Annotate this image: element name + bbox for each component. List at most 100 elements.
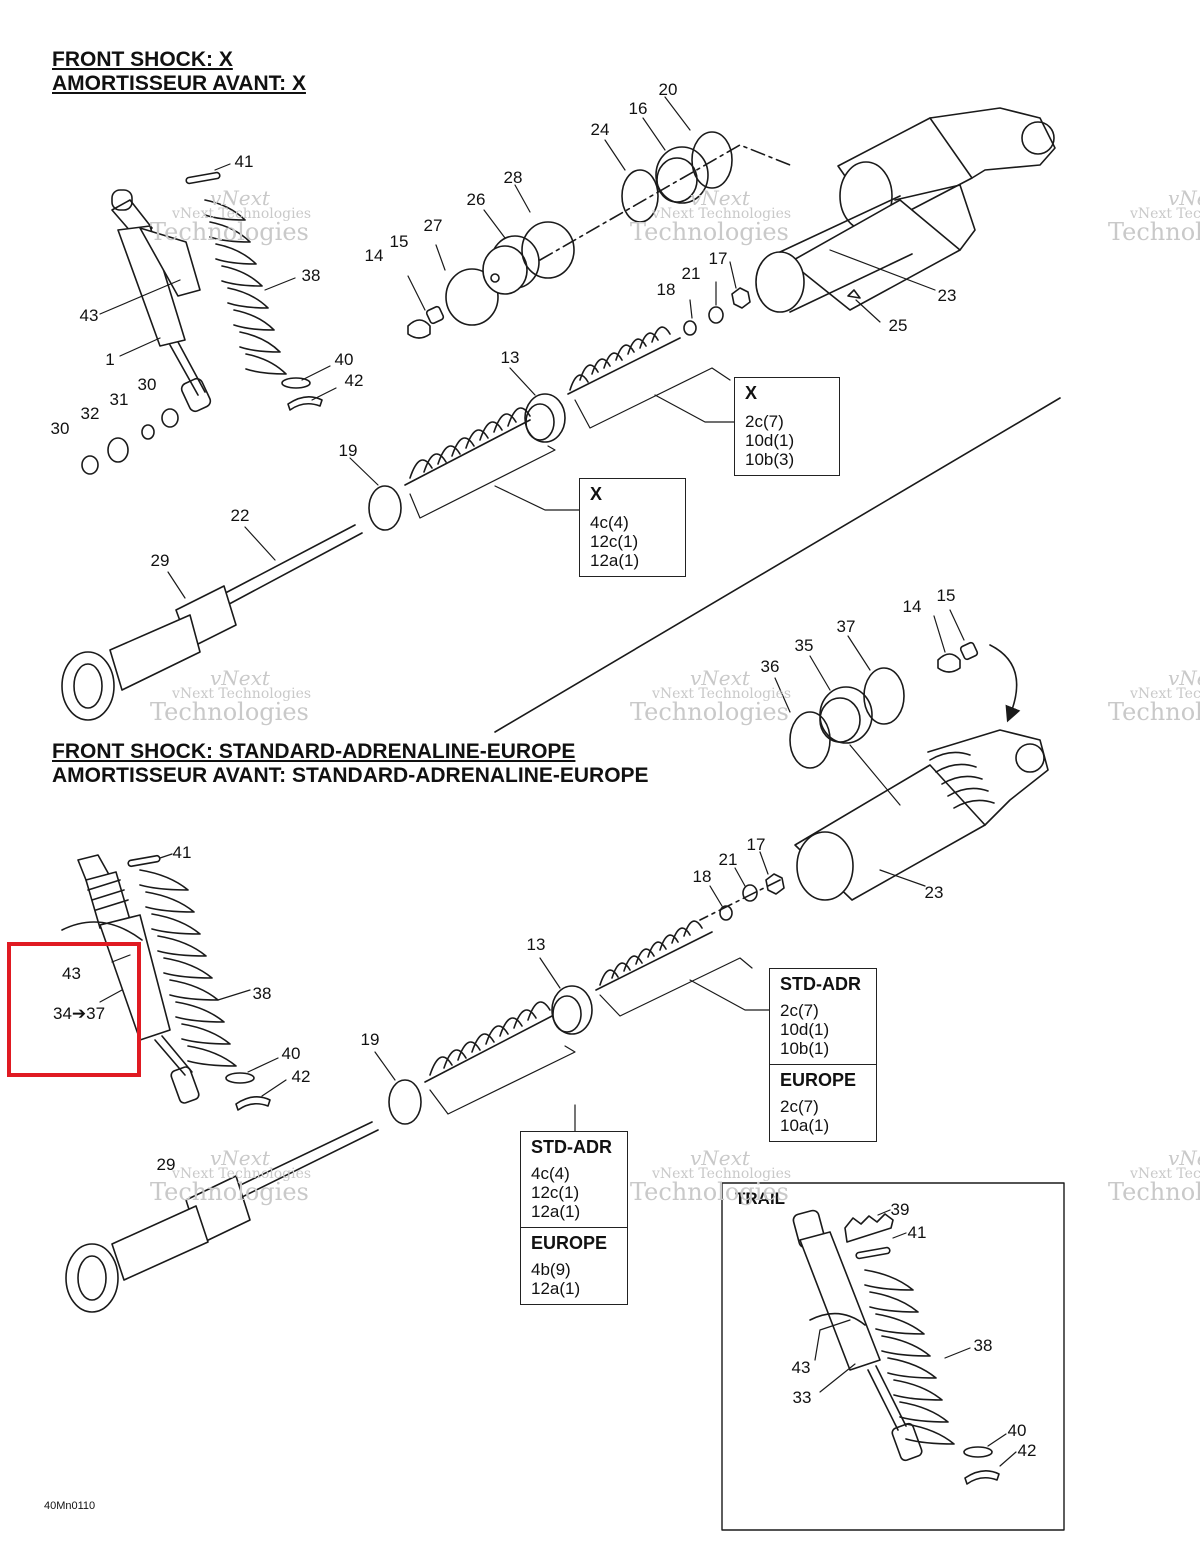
std-spring-lower — [424, 1001, 553, 1083]
kit-line: 2c(7) — [780, 1097, 819, 1116]
std-cup-42 — [235, 1096, 271, 1111]
std-valve-13 — [551, 985, 593, 1035]
std-nut-17 — [765, 873, 785, 895]
x-reservoir-body-23 — [755, 107, 1056, 313]
section-x-title: FRONT SHOCK: X AMORTISSEUR AVANT: X — [52, 48, 306, 96]
kit-title: STD-ADR — [780, 974, 861, 994]
std-washer-40 — [225, 1072, 255, 1084]
callout-label: 35 — [794, 636, 814, 655]
callout-label: 21 — [681, 264, 701, 283]
callout-label: 43 — [79, 306, 99, 325]
x-cup-42 — [287, 396, 323, 411]
x-shock-body — [111, 189, 212, 413]
x-leader-lines — [99, 96, 936, 599]
std-body-23 — [794, 729, 1049, 901]
callout-label: 39 — [890, 1200, 910, 1219]
callout-label: 41 — [907, 1223, 927, 1242]
x-oring-27 — [445, 268, 499, 326]
callout-label: 29 — [150, 551, 170, 570]
kit-box-x-upper: X 2c(7) 10d(1) 10b(3) — [734, 377, 840, 476]
x-valve-13 — [524, 393, 566, 443]
kit-line: 10a(1) — [780, 1116, 830, 1135]
callout-label: 29 — [156, 1155, 176, 1174]
section-std-title-fr: AMORTISSEUR AVANT: STANDARD-ADRENALINE-E… — [52, 764, 649, 787]
x-axis-line-upper — [539, 144, 791, 261]
callout-label: 37 — [836, 617, 856, 636]
callout-label: 18 — [692, 867, 712, 886]
callout-label: 22 — [230, 506, 250, 525]
callout-label: 38 — [252, 984, 272, 1003]
trail-label: TRAIL — [735, 1189, 786, 1208]
kit-line: 2c(7) — [745, 412, 784, 431]
trail-pin-41 — [855, 1246, 891, 1260]
x-washer-19 — [368, 485, 402, 531]
x-shaft-22 — [61, 524, 363, 721]
section-divider-line — [494, 397, 1061, 733]
x-cap-14 — [407, 319, 431, 339]
std-washer-19 — [388, 1079, 422, 1125]
callout-label: 33 — [792, 1388, 812, 1407]
callout-label: 40 — [334, 350, 354, 369]
x-ring-18 — [683, 320, 697, 336]
callout-label: 17 — [746, 835, 766, 854]
trail-shock — [792, 1209, 923, 1462]
kit-line: 4c(4) — [590, 513, 629, 532]
kit-title: EUROPE — [780, 1070, 857, 1090]
kit-box-x-lower: X 4c(4) 12c(1) 12a(1) — [579, 478, 686, 577]
callout-label: 36 — [760, 657, 780, 676]
x-washer-40 — [281, 377, 311, 389]
callout-label: 24 — [590, 120, 610, 139]
kit-line: 4c(4) — [531, 1164, 570, 1183]
std-shock-body — [61, 854, 200, 1104]
highlight-box — [7, 942, 141, 1077]
x-spring-lower — [404, 407, 531, 486]
callout-label: 38 — [301, 266, 321, 285]
kit-box-std-upper: STD-ADR 2c(7) 10d(1) 10b(1) EUROPE 2c(7)… — [769, 968, 877, 1142]
kit-title: EUROPE — [531, 1233, 608, 1253]
callout-label: 19 — [360, 1030, 380, 1049]
x-ring-31 — [141, 424, 155, 440]
kit-line: 10d(1) — [780, 1020, 830, 1039]
callout-label: 40 — [1007, 1421, 1027, 1440]
std-cap-14 — [937, 653, 961, 673]
callout-label: 20 — [658, 80, 678, 99]
x-nut-30a — [81, 455, 99, 475]
kit-title: STD-ADR — [531, 1137, 612, 1157]
highlight-callout-43: 43 — [62, 964, 81, 983]
x-seal-16 — [655, 146, 709, 204]
callout-label: 27 — [423, 216, 443, 235]
callout-label: 13 — [526, 935, 546, 954]
callout-label: 41 — [234, 152, 254, 171]
callout-label: 15 — [389, 232, 409, 251]
trail-spring-38 — [864, 1269, 955, 1445]
callout-label: 25 — [888, 316, 908, 335]
x-oring-24 — [621, 169, 659, 223]
callout-label: 41 — [172, 843, 192, 862]
x-nut-17 — [731, 287, 751, 309]
std-ring-18 — [719, 905, 733, 921]
trail-inset-frame — [721, 1182, 1065, 1531]
callout-label: 16 — [628, 99, 648, 118]
std-seal-35 — [819, 686, 873, 744]
std-axis-line — [699, 879, 781, 921]
callout-label: 42 — [344, 371, 364, 390]
callout-label: 1 — [105, 350, 115, 369]
trail-leader-lines — [814, 1209, 1017, 1467]
callout-label: 32 — [80, 404, 100, 423]
kit-line: 12c(1) — [531, 1183, 580, 1202]
kit-line: 12a(1) — [531, 1202, 581, 1221]
callout-label: 43 — [791, 1358, 811, 1377]
kit-line: 12c(1) — [590, 532, 639, 551]
callout-label: 23 — [937, 286, 957, 305]
std-shaft — [65, 1121, 379, 1313]
kit-line: 10d(1) — [745, 431, 795, 450]
section-x-title-en: FRONT SHOCK: X — [52, 48, 233, 71]
std-valve-15 — [959, 641, 979, 661]
kit-box-std-lower: STD-ADR 4c(4) 12c(1) 12a(1) EUROPE 4b(9)… — [520, 1131, 628, 1305]
std-spring-upper — [595, 920, 713, 991]
callout-label: 38 — [973, 1336, 993, 1355]
callout-label: 42 — [291, 1067, 311, 1086]
kit-line: 4b(9) — [531, 1260, 571, 1279]
callout-label: 14 — [364, 246, 384, 265]
